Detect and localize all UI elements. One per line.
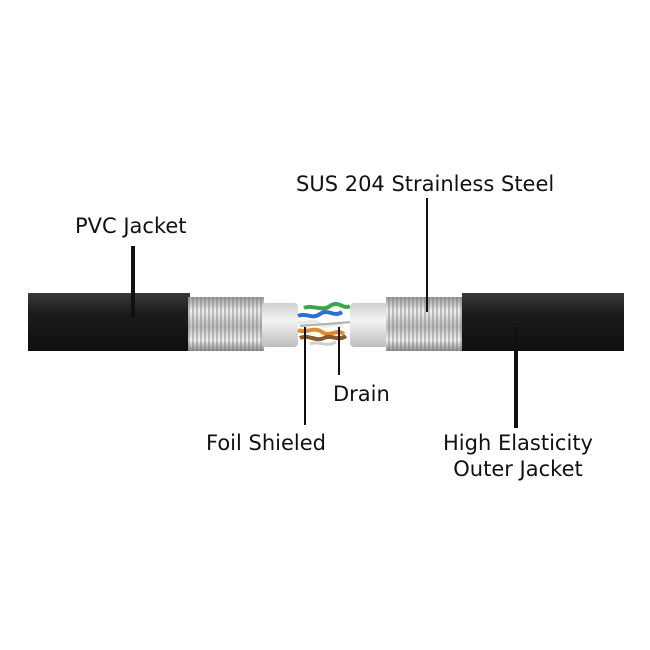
- outer-jacket-label-line2: Outer Jacket: [453, 457, 583, 481]
- outer-jacket-label-line1: High Elasticity: [443, 431, 593, 455]
- right-steel-coil-texture: [386, 297, 464, 351]
- sus-steel-label: SUS 204 Strainless Steel: [296, 172, 555, 196]
- right-outer-jacket: [462, 293, 624, 351]
- drain-wire: [299, 321, 353, 327]
- left-foil-shield: [262, 303, 298, 347]
- left-pvc-jacket: [28, 293, 190, 351]
- left-steel-coil-texture: [188, 297, 264, 351]
- pvc-jacket-label: PVC Jacket: [75, 214, 187, 238]
- drain-label: Drain: [333, 382, 390, 406]
- foil-shielded-label: Foil Shieled: [206, 431, 327, 455]
- right-foil-shield: [350, 303, 388, 347]
- outer-jacket-label: High Elasticity Outer Jacket: [434, 430, 602, 482]
